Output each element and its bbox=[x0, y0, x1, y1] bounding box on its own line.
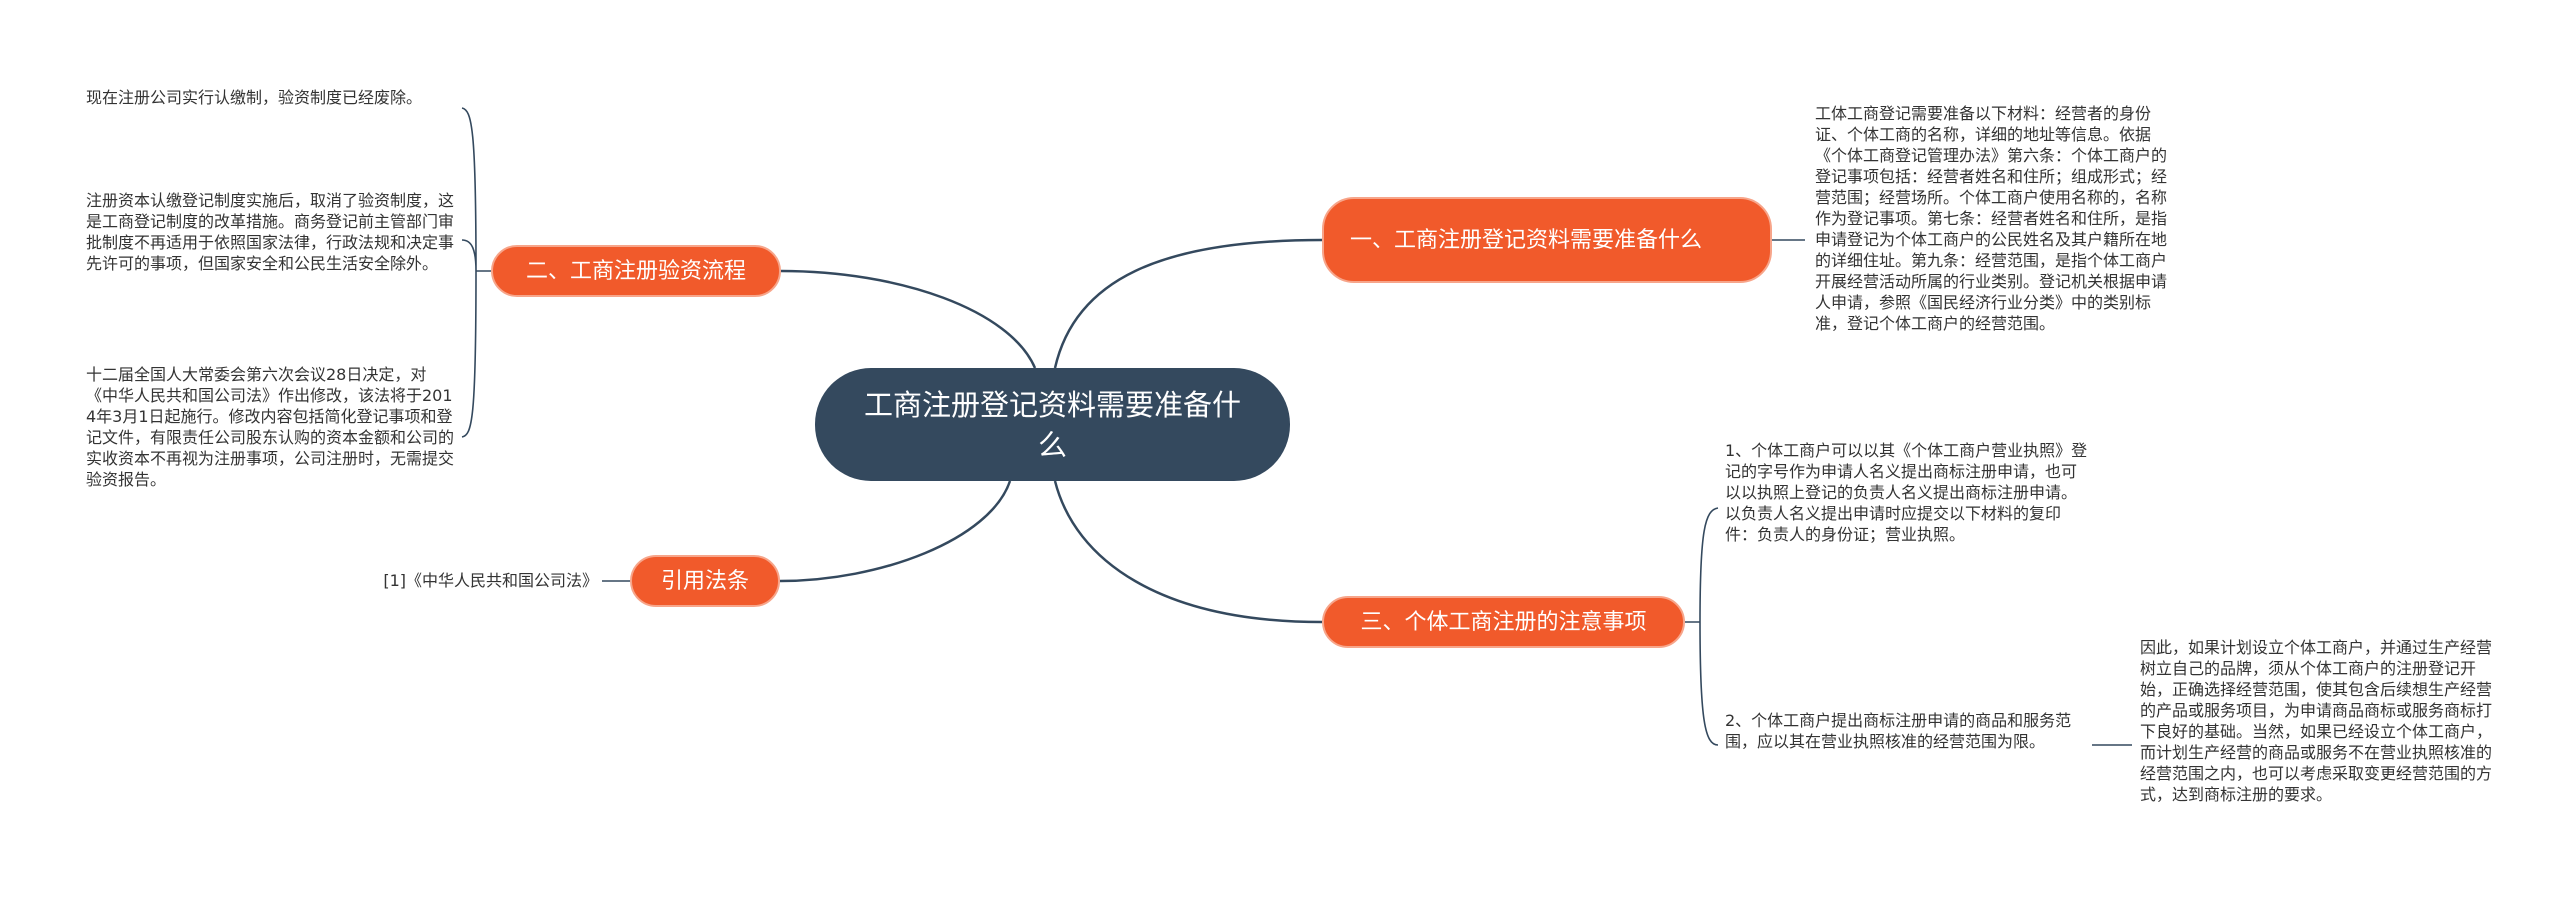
leaf-capital-1: 现在注册公司实行认缴制，验资制度已经废除。 bbox=[86, 88, 423, 107]
link-root-b3 bbox=[1053, 480, 1323, 624]
leaf-notes-2: 2、个体工商户提出商标注册申请的商品和服务范围，应以其在营业执照核准的经营范围为… bbox=[1725, 711, 2072, 751]
leaf-notes-1: 1、个体工商户可以以其《个体工商户营业执照》登记的字号作为申请人名义提出商标注册… bbox=[1725, 441, 2088, 544]
branch-materials-label: 一、工商注册登记资料需要准备什么 bbox=[1350, 227, 1703, 253]
leaf-capital-2: 注册资本认缴登记制度实施后，取消了验资制度，这是工商登记制度的改革措施。商务登记… bbox=[86, 191, 455, 273]
link-root-b4 bbox=[779, 480, 1012, 583]
branch-capital-verification[interactable]: 二、工商注册验资流程 bbox=[491, 245, 781, 297]
root-topic-label: 工商注册登记资料需要准备什么 bbox=[863, 387, 1241, 462]
branch-citations-label: 引用法条 bbox=[660, 568, 749, 594]
leaf-capital-3: 十二届全国人大常委会第六次会议28日决定，对《中华人民共和国公司法》作出修改，该… bbox=[86, 365, 455, 489]
branch-materials[interactable]: 一、工商注册登记资料需要准备什么 bbox=[1322, 197, 1772, 283]
leaf-notes-2-detail: 因此，如果计划设立个体工商户，并通过生产经营树立自己的品牌，须从个体工商户的注册… bbox=[2140, 638, 2493, 804]
branch-individual-notes[interactable]: 三、个体工商注册的注意事项 bbox=[1322, 596, 1685, 648]
link-b3-leaves bbox=[1685, 507, 1719, 746]
leaf-citation-1: [1]《中华人民共和国公司法》 bbox=[383, 571, 598, 590]
root-topic[interactable]: 工商注册登记资料需要准备什么 bbox=[815, 368, 1290, 481]
link-root-b1 bbox=[1053, 238, 1323, 369]
link-b2-leaves bbox=[461, 107, 491, 438]
leaf-materials-detail: 工体工商登记需要准备以下材料：经营者的身份证、个体工商的名称，详细的地址等信息。… bbox=[1815, 104, 2168, 333]
branch-individual-notes-label: 三、个体工商注册的注意事项 bbox=[1360, 609, 1647, 635]
branch-citations[interactable]: 引用法条 bbox=[630, 555, 780, 607]
branch-capital-verification-label: 二、工商注册验资流程 bbox=[525, 258, 746, 284]
link-root-b2 bbox=[780, 269, 1037, 369]
